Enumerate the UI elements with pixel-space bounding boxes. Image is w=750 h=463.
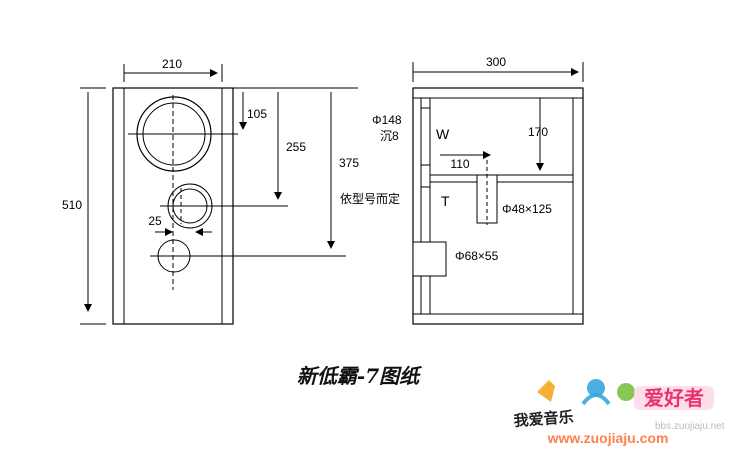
side-view [412,62,584,325]
brace-depth-label: 170 [528,125,548,139]
tweeter-offset-label: 255 [286,140,306,154]
watermark-url: www.zuojiaju.com [547,430,669,446]
tweeter-chamber-label: Φ48×125 [502,202,552,216]
port-tube [412,241,447,277]
woofer-offset-label: 105 [247,107,267,121]
watermark-logo: 爱好者 [537,379,714,410]
front-height-label: 510 [62,198,82,212]
tweeter-spacing-label: 25 [148,214,162,228]
woofer-w-label: W [436,126,450,142]
tweeter-t-label: T [441,193,450,209]
watermark-logo-text: 爱好者 [644,386,704,410]
port-tube-label: Φ68×55 [455,249,499,263]
side-depth-label: 300 [486,55,506,69]
brace-offset-label: 110 [450,157,469,171]
signature-text: 我爱音乐 [513,408,574,430]
front-view [80,64,358,325]
countersink-label: 沉8 [380,129,399,143]
drawing-caption: 新低霸-7图纸 [297,364,422,388]
model-note-label: 依型号而定 [340,191,400,206]
front-width-label: 210 [162,57,182,71]
woofer-hole-label: Φ148 [372,113,402,127]
port-offset-label: 375 [339,156,359,170]
side-outer-outline [412,87,584,325]
watermark-faint-url: bbs.zuojiaju.net [655,421,725,432]
